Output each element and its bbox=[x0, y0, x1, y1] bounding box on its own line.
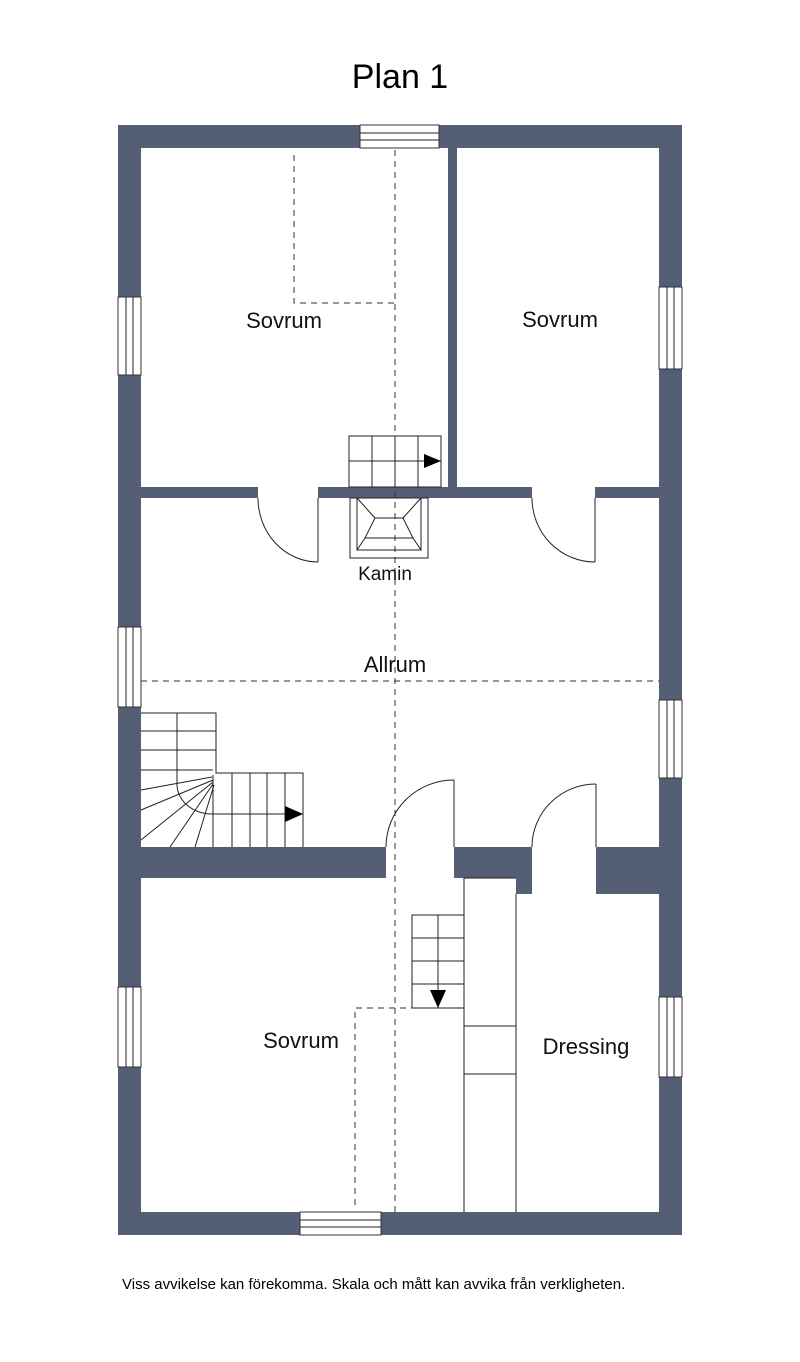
window-left-3 bbox=[117, 986, 142, 1068]
room-label-bedroom-top-left: Sovrum bbox=[246, 308, 322, 333]
disclaimer-footnote: Viss avvikelse kan förekomma. Skala och … bbox=[122, 1276, 626, 1293]
window-right-1 bbox=[658, 286, 683, 370]
plan-title: Plan 1 bbox=[351, 58, 449, 96]
door-top-left-bedroom bbox=[257, 497, 319, 563]
fireplace bbox=[349, 497, 429, 559]
wardrobe bbox=[463, 877, 517, 1212]
windows bbox=[117, 124, 683, 1236]
arrow-right-icon bbox=[424, 454, 441, 468]
room-label-bedroom-top-right: Sovrum bbox=[522, 307, 598, 332]
window-left-1 bbox=[117, 296, 142, 376]
doors bbox=[257, 497, 597, 848]
staircase-left bbox=[140, 712, 304, 848]
window-top bbox=[359, 124, 440, 149]
room-label-dressing: Dressing bbox=[543, 1034, 630, 1059]
arrow-right-icon bbox=[285, 806, 303, 822]
door-top-right-bedroom bbox=[531, 497, 596, 563]
window-left-2 bbox=[117, 626, 142, 708]
attic-ladder-top bbox=[348, 435, 442, 488]
room-label-fireplace: Kamin bbox=[358, 564, 412, 585]
outer-walls bbox=[118, 125, 682, 1235]
window-bottom bbox=[299, 1211, 382, 1236]
interior-walls bbox=[141, 148, 659, 894]
room-label-living: Allrum bbox=[364, 652, 426, 677]
door-dressing bbox=[531, 783, 597, 848]
door-bottom-bedroom bbox=[385, 779, 455, 848]
window-right-2 bbox=[658, 699, 683, 779]
room-label-bedroom-bottom: Sovrum bbox=[263, 1028, 339, 1053]
attic-ladder-bottom bbox=[411, 914, 465, 1009]
window-right-3 bbox=[658, 996, 683, 1078]
arrow-down-icon bbox=[430, 990, 446, 1008]
